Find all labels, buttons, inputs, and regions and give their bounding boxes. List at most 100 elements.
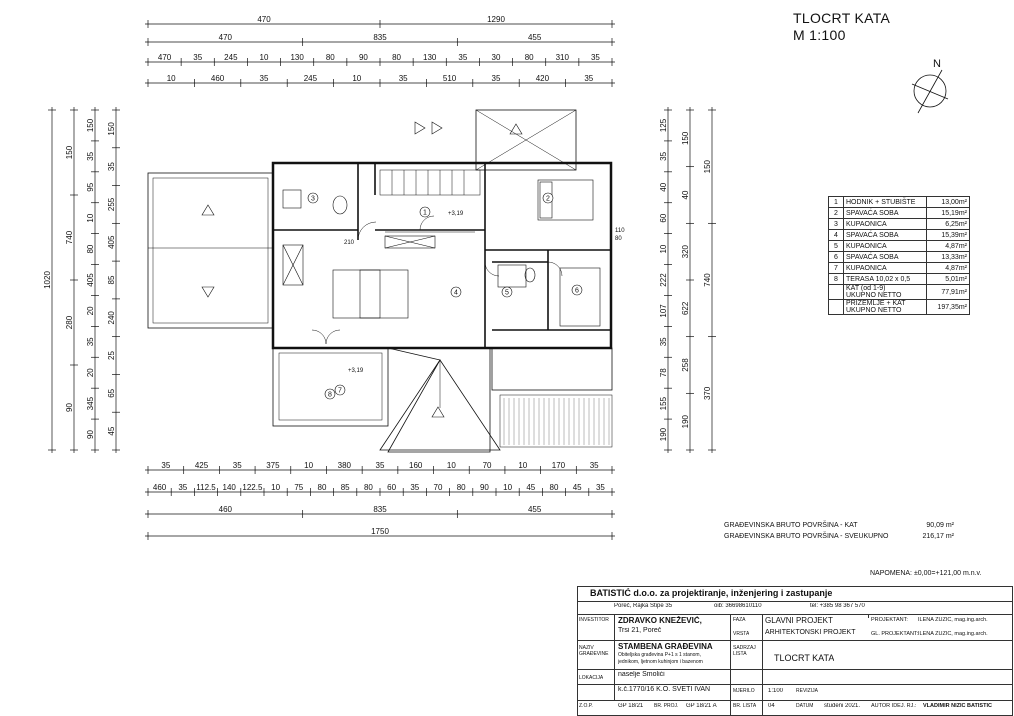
room-number-circle	[307, 192, 319, 204]
room-number-circle	[450, 286, 462, 298]
dimension-label: 40	[659, 182, 668, 191]
dimension-label: 170	[552, 461, 566, 470]
dimension-label: 740	[703, 273, 712, 287]
dimension-label: 45	[107, 426, 116, 435]
dimension-label: 460	[153, 483, 167, 492]
gross-kat-label: GRAĐEVINSKA BRUTO POVRŠINA - KAT	[724, 522, 858, 529]
sadrzaj-value: TLOCRT KATA	[774, 653, 835, 663]
dimension-label: 45	[573, 483, 582, 492]
dimension-label: 70	[434, 483, 443, 492]
dimension-label: 35	[376, 461, 385, 470]
vrsta-label: VRSTA	[733, 631, 750, 637]
roof-west	[147, 172, 274, 329]
all-net-label: UKUPNO NETTO	[846, 307, 902, 314]
room-number-text: 2	[546, 196, 550, 203]
dimension-label: 80	[318, 483, 327, 492]
dimension-label: 375	[266, 461, 280, 470]
room-number-circle	[571, 284, 583, 296]
room-name: HODNIK + STUBIŠTE	[843, 196, 927, 208]
br-proj-value: GP 18/21 A	[686, 703, 717, 709]
br-lista-value: 04	[768, 703, 775, 709]
lokacija-1: naselje Smolići	[618, 671, 665, 678]
dimension-label: 130	[290, 53, 304, 62]
room-number-text: 5	[505, 290, 509, 297]
naziv-desc-1: Obiteljska građevina P+1 s 1 stanom,	[618, 652, 701, 658]
dimension-label: 130	[423, 53, 437, 62]
dimension-label: 420	[536, 74, 550, 83]
dimension-label: 35	[399, 74, 408, 83]
room-name: SPAVAĆA SOBA	[843, 229, 927, 241]
dimension-label: 20	[86, 368, 95, 377]
dimension-label: 835	[373, 33, 387, 42]
room-number: 3	[828, 218, 844, 230]
balcony-east	[491, 347, 613, 391]
dimension-label: 80	[86, 244, 95, 253]
dimension-label: 10	[86, 213, 95, 222]
terrace-8	[272, 347, 389, 427]
shower-5	[497, 264, 527, 288]
dimension-label: 380	[338, 461, 352, 470]
room-number: 7	[828, 262, 844, 274]
dimension-label: 35	[178, 483, 187, 492]
roof-south	[379, 359, 501, 451]
north-arrow: N	[911, 58, 949, 114]
dimension-label: 1750	[371, 527, 389, 536]
roof-north	[475, 109, 577, 171]
room-area: 5,01m²	[926, 273, 970, 285]
dimension-lines	[48, 20, 716, 540]
dimension-label: 10	[447, 461, 456, 470]
gross-all-value: 216,17 m²	[922, 533, 954, 540]
dimension-label: 35	[86, 151, 95, 160]
room-area: 6,25m²	[926, 218, 970, 230]
dimension-label: 405	[86, 273, 95, 287]
dimension-label: 65	[107, 388, 116, 397]
autor-value: VLADIMIR NIŽIĆ BATISTIĆ	[923, 703, 992, 709]
level-marker-2: +3,19	[348, 368, 364, 374]
datum-label: DATUM	[796, 703, 814, 709]
room-name: TERASA 10,02 x 0,5	[843, 273, 927, 285]
dimension-label: 35	[596, 483, 605, 492]
dimension-label: 470	[158, 53, 172, 62]
dimension-label: 90	[359, 53, 368, 62]
naziv-label: NAZIV GRAĐEVINE	[579, 645, 609, 657]
kat-net-label: UKUPNO NETTO	[846, 292, 902, 299]
dimension-label: 90	[65, 403, 74, 412]
dimension-label: 240	[107, 311, 116, 325]
door-swings	[311, 215, 563, 345]
kat-label: KAT (od 1-9)	[846, 285, 886, 292]
title-block: BATISTIĆ d.o.o. za projektiranje, inženj…	[577, 586, 1013, 716]
dimension-label: 1020	[43, 271, 52, 289]
dimension-label: 122.5	[242, 483, 263, 492]
dimension-label: 60	[387, 483, 396, 492]
dimension-label: 90	[86, 430, 95, 439]
revizija-label: REVIZIJA	[796, 688, 818, 694]
dimension-label: 425	[195, 461, 209, 470]
dimension-label: 835	[373, 505, 387, 514]
room-number-marker: 4	[450, 286, 462, 298]
dimension-label: 80	[457, 483, 466, 492]
room-number-marker: 7	[334, 384, 346, 396]
br-lista-label: BR. LISTA	[733, 703, 757, 709]
pergola-hatch	[503, 398, 610, 445]
autor-label: AUTOR IDEJ. RJ.:	[871, 703, 917, 709]
dimension-label: 280	[65, 315, 74, 329]
totals-row-kat: KAT (od 1-9)UKUPNO NETTO 77,91m²	[828, 284, 970, 300]
dimension-label: 35	[458, 53, 467, 62]
dimension-label: 35	[659, 151, 668, 160]
room-number-text: 3	[311, 196, 315, 203]
lokacija-2: k.č.1770/16 K.O. SVETI IVAN	[618, 686, 711, 693]
sadrzaj-label: SADRŽAJ LISTA	[733, 645, 756, 657]
dimension-label: 80	[525, 53, 534, 62]
dimension-label: 190	[659, 427, 668, 441]
dimension-label: 470	[257, 15, 271, 24]
investitor-name: ZDRAVKO KNEŽEVIĆ,	[618, 616, 702, 625]
